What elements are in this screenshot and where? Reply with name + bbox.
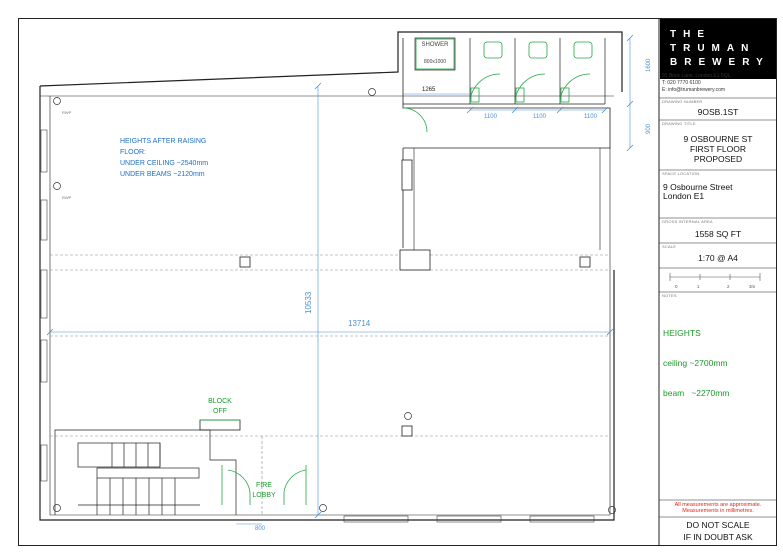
warning-cell: DO NOT SCALE IF IN DOUBT ASK	[659, 519, 777, 545]
scale-bar	[669, 273, 761, 281]
windows-bottom	[343, 515, 595, 523]
toilet-block	[403, 37, 606, 105]
scale-tick-2: 2	[727, 284, 730, 289]
dim-overall-width: 13714	[348, 319, 371, 328]
fire-lobby-line: LOBBY	[252, 492, 276, 499]
address-line-2: T: 020 7770 6100	[662, 80, 701, 86]
block-off-label: BLOCK OFF	[203, 397, 237, 417]
dim-wc-1: 1100	[484, 114, 498, 120]
dim-overall-depth: 10533	[304, 291, 313, 314]
dimension-ticks	[46, 34, 634, 519]
block-off-line: OFF	[213, 408, 227, 415]
sheet-border	[18, 18, 777, 546]
notes-line: HEIGHTS	[663, 328, 701, 338]
drawing-title-line: FIRST FLOOR	[689, 144, 747, 154]
notes-line: beam ~2270mm	[663, 388, 730, 398]
shower-size-text: 800x1000	[424, 59, 446, 65]
notes-cell: NOTES HEIGHTS ceiling ~2700mm beam ~2270…	[659, 292, 777, 500]
building-walls	[39, 31, 623, 521]
notes-text: HEIGHTS ceiling ~2700mm beam ~2270mm	[663, 308, 729, 418]
scale-tick-0: 0	[675, 284, 678, 289]
fire-lobby-line: FIRE	[256, 482, 272, 489]
rwp-label-mid: RWP	[62, 195, 72, 200]
scale-value: 1:70 @ A4	[698, 253, 738, 263]
disclaimer-cell: All measurements are approximate. Measur…	[659, 502, 777, 517]
notes-label: NOTES	[662, 293, 677, 298]
scale-tick-1: 1	[697, 284, 700, 289]
drawing-number-cell: DRAWING NUMBER 9OSB.1ST	[659, 98, 777, 120]
location-line: London E1	[663, 191, 705, 201]
area-value: 1558 SQ FT	[694, 229, 742, 239]
stair-core	[54, 429, 237, 515]
dim-wc-3: 1100	[584, 114, 598, 120]
drawing-title-label: DRAWING TITLE	[662, 121, 696, 126]
area-cell: GROSS INTERNAL AREA 1558 SQ FT	[659, 218, 777, 243]
dim-basin: 900	[646, 123, 652, 134]
dim-lobby-door: 1265	[422, 87, 436, 93]
heights-note-line: HEIGHTS AFTER RAISING	[120, 138, 207, 145]
location-label: SPACE LOCATION	[662, 171, 700, 176]
fire-lobby-label: FIRE LOBBY	[246, 481, 282, 501]
rwp-markers	[53, 88, 616, 514]
disclaimer-line: Measurements in millimetres.	[682, 508, 754, 514]
truman-brewery-logo: THE TRUMAN BREWERY	[660, 19, 776, 79]
drawing-title-line: 9 OSBOURNE ST	[683, 134, 753, 144]
dimension-lines	[50, 38, 631, 525]
drawing-title-line: PROPOSED	[693, 154, 743, 164]
heights-note-line: UNDER BEAMS ~2120mm	[120, 171, 205, 178]
dim-wc-depth: 1600	[646, 58, 652, 72]
dim-wc-2: 1100	[533, 114, 547, 120]
location-line: 9 Osbourne Street	[663, 182, 733, 192]
drawing-number-label: DRAWING NUMBER	[662, 99, 703, 104]
address-line-1: 91 Brick Lane, London E1 6QL	[662, 73, 731, 79]
scale-label: SCALE	[662, 244, 677, 249]
warning-line: IF IN DOUBT ASK	[683, 532, 753, 542]
heights-note-line: UNDER CEILING ~2540mm	[120, 160, 209, 167]
address-line-3: E: info@trumanbrewery.com	[662, 87, 726, 93]
scale-cell: SCALE 1:70 @ A4	[659, 243, 777, 268]
shower-label: SHOWER 800x1000	[419, 41, 451, 66]
logo-line-1: THE	[670, 29, 711, 40]
drawing-title-cell: DRAWING TITLE 9 OSBOURNE ST FIRST FLOOR …	[659, 120, 777, 170]
rwp-label-top: RWP	[62, 110, 72, 115]
area-label: GROSS INTERNAL AREA	[662, 219, 713, 224]
disclaimer-line: All measurements are approximate.	[674, 502, 762, 508]
warning-line: DO NOT SCALE	[686, 520, 750, 530]
columns	[199, 159, 591, 437]
block-off-line: BLOCK	[208, 398, 232, 405]
heights-note: HEIGHTS AFTER RAISING FLOOR: UNDER CEILI…	[120, 136, 208, 180]
logo-line-2: TRUMAN	[670, 43, 756, 54]
heights-note-line: FLOOR:	[120, 149, 147, 156]
drawing-number: 9OSB.1ST	[697, 107, 739, 117]
dim-stair-door: 800	[255, 526, 266, 532]
notes-line: ceiling ~2700mm	[663, 358, 728, 368]
location-cell: SPACE LOCATION 9 Osbourne Street London …	[659, 170, 777, 218]
title-block-rules	[659, 97, 777, 518]
shower-label-text: SHOWER	[421, 42, 449, 48]
windows-left	[40, 129, 48, 482]
scale-tick-3: 3m	[749, 284, 756, 289]
sanitary-fittings	[200, 38, 593, 505]
logo-line-3: BREWERY	[670, 57, 770, 68]
beam-lines	[50, 254, 610, 515]
